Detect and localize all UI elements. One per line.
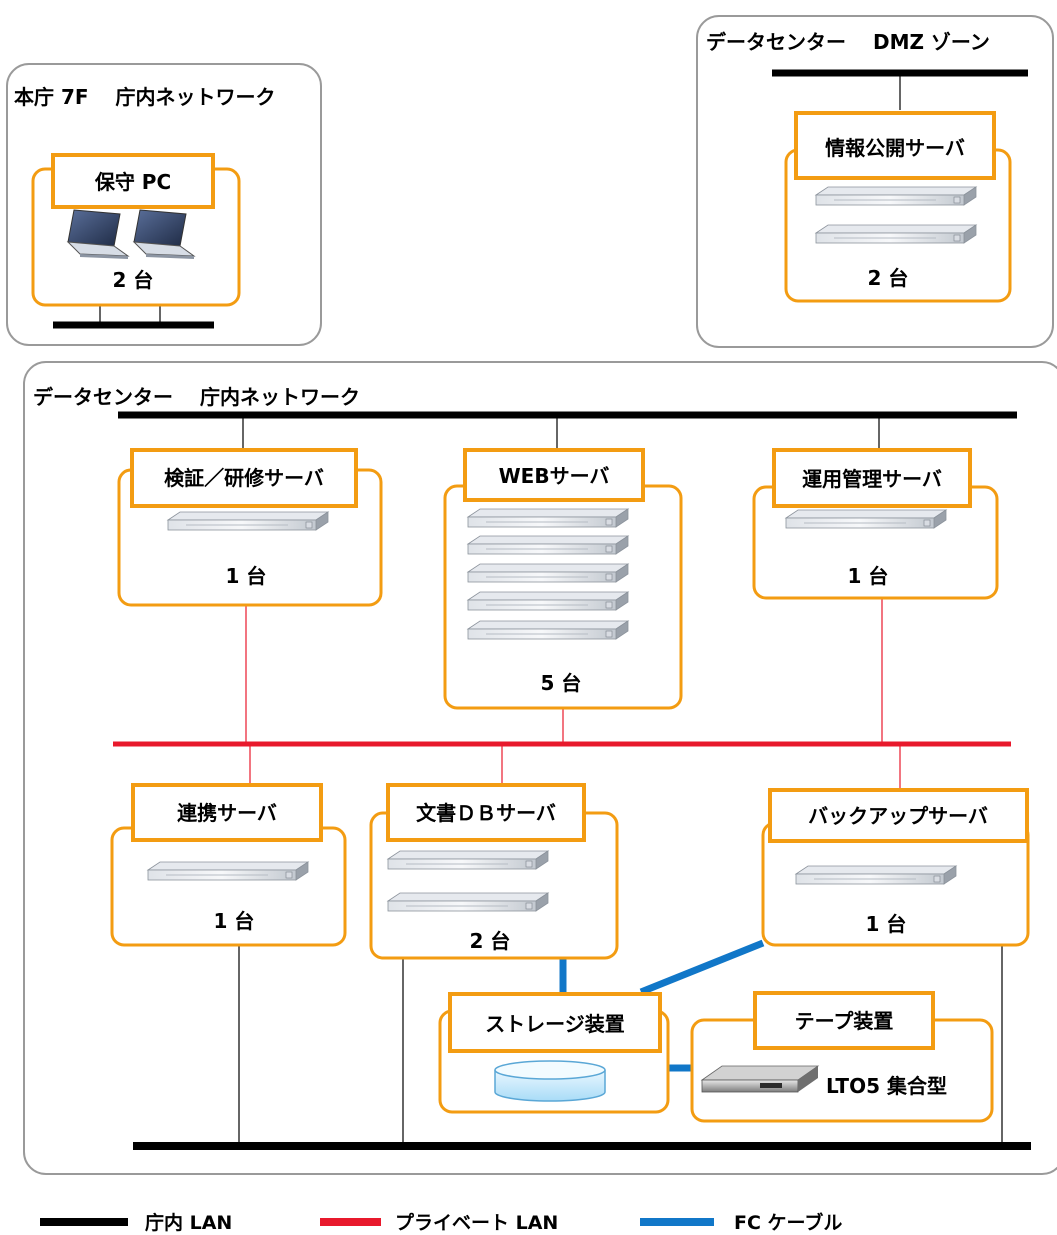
private-connectors <box>245 598 901 790</box>
node-backup-server: バックアップサーバ 1 台 <box>761 788 1030 947</box>
info-server-label: 情報公開サーバ <box>825 136 965 160</box>
legend-private-label: プライベート LAN <box>395 1211 558 1234</box>
zone-honcho <box>6 63 322 346</box>
zone-dmz <box>696 15 1054 348</box>
lan-connectors <box>99 73 1003 1146</box>
backup-server-count: 1 台 <box>866 912 907 936</box>
info-server-count: 2 台 <box>868 266 909 290</box>
node-storage: ストレージ装置 <box>438 992 670 1114</box>
legend-lan-label: 庁内 LAN <box>145 1211 232 1234</box>
verify-server-count: 1 台 <box>226 564 267 588</box>
web-server-count: 5 台 <box>541 671 582 695</box>
tape-detail: LTO5 集合型 <box>826 1074 947 1098</box>
node-tape: テープ装置 LTO5 集合型 <box>690 991 994 1123</box>
legend-fc-label: FC ケーブル <box>734 1211 842 1234</box>
node-info-server: 情報公開サーバ 2 台 <box>784 111 1012 303</box>
disk-icon <box>494 1060 606 1102</box>
zone-datacenter <box>23 361 1057 1175</box>
link-server-count: 1 台 <box>214 909 255 933</box>
link-server-label: 連携サーバ <box>177 801 277 825</box>
zone-honcho-title: 本庁 7F 庁内ネットワーク <box>14 85 276 109</box>
docdb-server-label: 文書ＤＢサーバ <box>416 801 556 825</box>
ops-server-count: 1 台 <box>848 564 889 588</box>
node-link-server: 連携サーバ 1 台 <box>110 783 347 947</box>
fc-cables <box>559 939 765 1072</box>
node-docdb-server: 文書ＤＢサーバ 2 台 <box>369 783 619 960</box>
maintenance-pc-count: 2 台 <box>113 268 154 292</box>
docdb-server-count: 2 台 <box>470 929 511 953</box>
tape-drive-icon <box>700 1065 820 1093</box>
storage-label: ストレージ装置 <box>485 1012 625 1036</box>
web-server-label: WEBサーバ <box>499 464 610 488</box>
backup-server-label: バックアップサーバ <box>808 804 988 828</box>
node-verify-server: 検証／研修サーバ 1 台 <box>117 448 383 607</box>
maintenance-pc-label: 保守 PC <box>94 170 171 194</box>
tape-label: テープ装置 <box>795 1009 894 1033</box>
zone-dmz-title: データセンター DMZ ゾーン <box>706 30 990 54</box>
node-web-server: WEBサーバ 5 台 <box>443 448 683 710</box>
verify-server-label: 検証／研修サーバ <box>164 466 324 490</box>
legend: 庁内 LAN プライベート LAN FC ケーブル <box>40 1211 842 1234</box>
node-ops-server: 運用管理サーバ 1 台 <box>752 448 999 600</box>
ops-server-label: 運用管理サーバ <box>802 467 942 491</box>
node-maintenance-pc: 保守 PC 2 台 <box>31 153 241 307</box>
zone-datacenter-title: データセンター 庁内ネットワーク <box>33 385 360 409</box>
